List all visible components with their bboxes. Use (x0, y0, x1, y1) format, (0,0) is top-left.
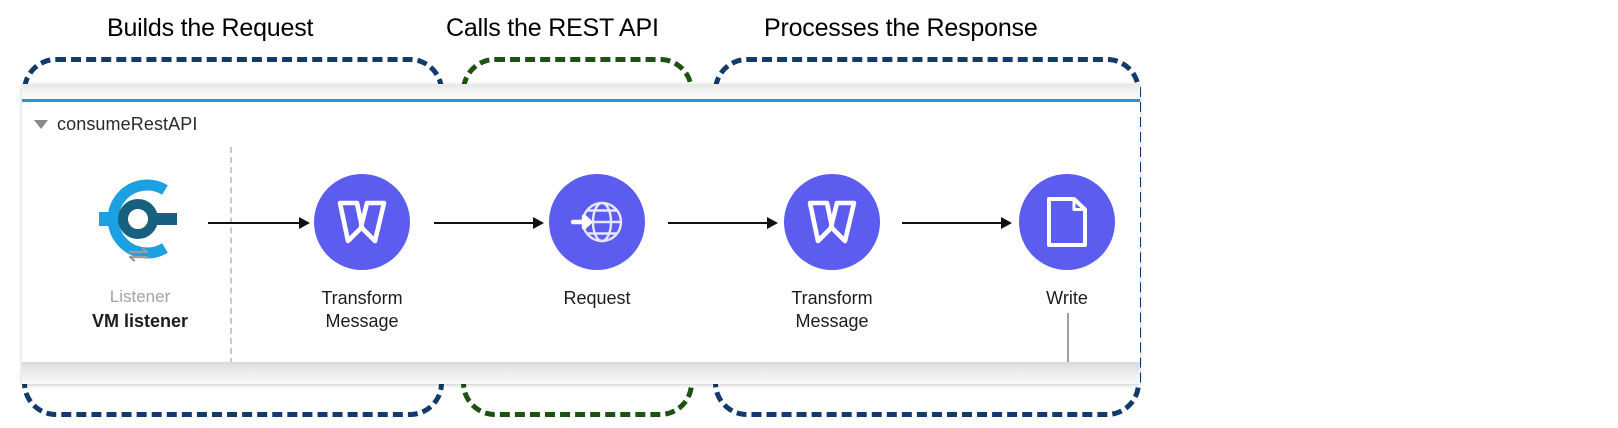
http-request-globe-icon[interactable] (548, 173, 646, 271)
dataweave-chevrons-icon (337, 200, 387, 244)
flow-top-gradient-bar (22, 84, 1140, 102)
annotation-label-calls-the-rest-api: Calls the REST API (446, 14, 659, 42)
node-circle (549, 174, 645, 270)
flow-name-label: consumeRestAPI (57, 114, 198, 134)
connector-line (668, 222, 768, 224)
arrow-head-icon (1001, 217, 1012, 229)
node-write[interactable]: Write (982, 173, 1140, 310)
node-circle (784, 174, 880, 270)
connector-request-to-transform-2 (668, 217, 778, 229)
vm-listener-icon-svg (99, 179, 177, 262)
node-request[interactable]: Request (512, 173, 682, 310)
arrow-head-icon (767, 217, 778, 229)
flow-header[interactable]: consumeRestAPI (34, 115, 197, 133)
connector-line (208, 222, 300, 224)
node-transform-message-2[interactable]: Transform Message (747, 173, 917, 332)
node-title-label: Request (563, 288, 631, 308)
node-circle (1019, 174, 1115, 270)
vm-listener-icon[interactable] (91, 173, 189, 271)
triangle-down-icon[interactable] (34, 119, 48, 129)
node-title-label: Transform Message (791, 288, 873, 331)
connector-vm-listener-to-transform-1 (208, 217, 310, 229)
write-document-icon[interactable] (1018, 173, 1116, 271)
node-sub-label: Listener (109, 287, 171, 306)
source-process-divider (230, 147, 232, 362)
flow-canvas[interactable]: consumeRestAPI (22, 105, 1140, 362)
transform-message-icon[interactable] (313, 173, 411, 271)
connector-line (434, 222, 534, 224)
annotation-label-processes-the-response: Processes the Response (764, 14, 1038, 42)
arrow-head-icon (533, 217, 544, 229)
dataweave-chevrons-icon (807, 200, 857, 244)
globe-with-arrow-icon (570, 201, 623, 243)
node-title-label: VM listener (91, 310, 189, 331)
transform-message-icon[interactable] (783, 173, 881, 271)
node-title-label: Write (1046, 288, 1088, 308)
node-vm-listener[interactable]: Listener VM listener (55, 173, 225, 332)
connector-line (902, 222, 1002, 224)
document-page-icon (1047, 197, 1087, 247)
flow-bottom-gradient-bar (22, 362, 1140, 384)
node-title-label: Transform Message (321, 288, 403, 331)
flow-container: consumeRestAPI (22, 84, 1140, 384)
annotation-label-builds-the-request: Builds the Request (107, 14, 314, 42)
node-transform-message-1[interactable]: Transform Message (277, 173, 447, 332)
connector-transform-1-to-request (434, 217, 544, 229)
write-node-tail-line (1067, 313, 1069, 362)
connector-transform-2-to-write (902, 217, 1012, 229)
arrow-head-icon (299, 217, 310, 229)
node-circle (314, 174, 410, 270)
